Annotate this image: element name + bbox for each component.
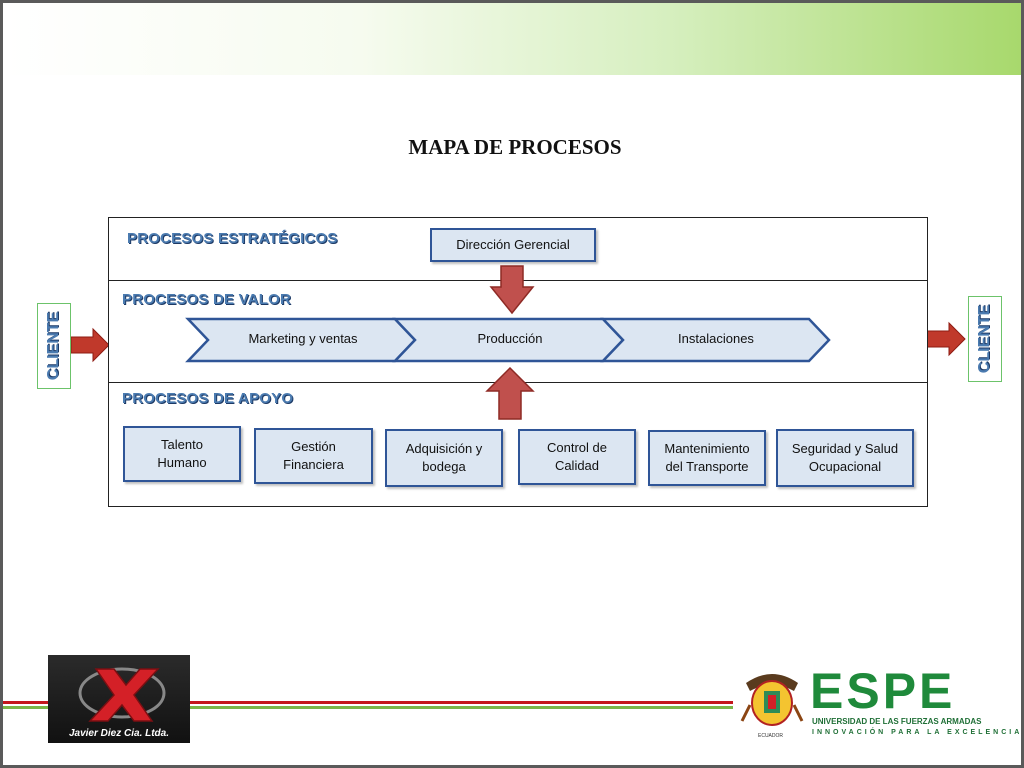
support-box-control: Control de Calidad xyxy=(518,429,636,485)
box-text-line: Ocupacional xyxy=(808,459,882,474)
client-right-box: CLIENTE xyxy=(968,296,1002,382)
box-text-line: Financiera xyxy=(283,457,344,472)
box-text-line: Mantenimiento xyxy=(664,441,750,456)
box-text-line: Gestión xyxy=(291,439,336,454)
espe-motto: INNOVACIÓN PARA LA EXCELENCIA xyxy=(812,729,1023,736)
x-logo-icon xyxy=(78,667,166,722)
value-chevron-label: Producción xyxy=(477,331,543,346)
process-box-direccion: Dirección Gerencial xyxy=(430,228,596,262)
box-text-line: Control de xyxy=(547,440,607,455)
support-up-arrow-icon xyxy=(485,367,535,420)
value-chevron-label: Instalaciones xyxy=(678,331,754,346)
espe-subtitle: UNIVERSIDAD DE LAS FUERZAS ARMADAS xyxy=(812,717,982,726)
espe-crest-icon xyxy=(740,674,804,726)
box-text-line: Talento xyxy=(161,437,203,452)
footer-red-line xyxy=(3,701,733,704)
page-title: MAPA DE PROCESOS xyxy=(408,135,622,159)
company-logo-caption: Javier Diez Cia. Ltda. xyxy=(68,728,170,739)
support-section-label: PROCESOS DE APOYO xyxy=(122,390,294,407)
box-text-line: Adquisición y xyxy=(405,441,483,456)
espe-logo: ECUADOR ESPE UNIVERSIDAD DE LAS FUERZAS … xyxy=(738,663,1019,745)
value-chevron xyxy=(600,317,831,363)
espe-wordmark: ESPE xyxy=(810,663,956,719)
header-band xyxy=(3,3,1021,75)
client-input-arrow-icon xyxy=(71,327,110,363)
strategic-down-arrow-icon xyxy=(489,265,535,315)
box-text-line: Calidad xyxy=(554,458,600,473)
company-logo: Javier Diez Cia. Ltda. xyxy=(48,655,190,743)
value-section-label: PROCESOS DE VALOR xyxy=(122,291,291,308)
support-box-mantenimiento: Mantenimiento del Transporte xyxy=(648,430,766,486)
support-box-adquisicion: Adquisición y bodega xyxy=(385,429,503,487)
value-chain xyxy=(185,317,831,363)
strategic-section-label: PROCESOS ESTRATÉGICOS xyxy=(127,230,338,247)
box-text-line: del Transporte xyxy=(665,459,749,474)
client-left-label: CLIENTE xyxy=(45,311,63,381)
client-left-box: CLIENTE xyxy=(37,303,71,389)
box-text-line: Humano xyxy=(157,455,207,470)
box-text-line: bodega xyxy=(422,459,466,474)
box-text-line: Seguridad y Salud xyxy=(791,441,899,456)
client-output-arrow-icon xyxy=(927,321,966,357)
footer-green-line xyxy=(3,706,733,709)
value-chevron-label: Marketing y ventas xyxy=(248,331,358,346)
espe-crest-caption: ECUADOR xyxy=(758,733,784,739)
client-right-label: CLIENTE xyxy=(976,304,994,374)
